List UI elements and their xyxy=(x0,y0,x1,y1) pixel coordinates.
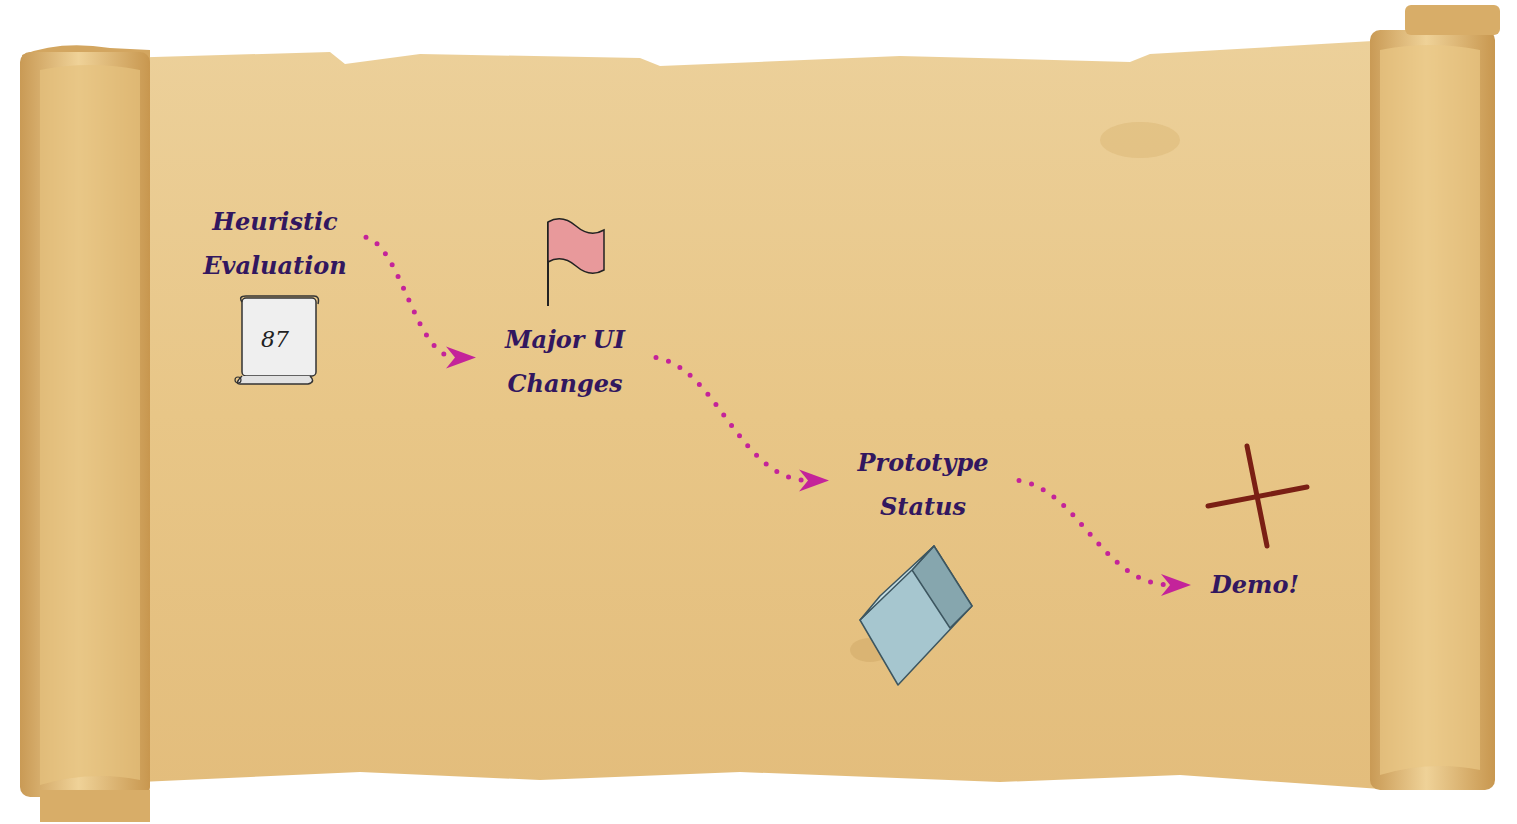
arrow-head xyxy=(799,470,829,492)
dotted-arrow xyxy=(656,358,829,492)
milestone-label: Demo! xyxy=(1195,563,1315,607)
milestone-prototype: Prototype Status xyxy=(833,441,1013,529)
dotted-line xyxy=(366,237,456,357)
milestone-heuristic: Heuristic Evaluation87 xyxy=(190,200,360,386)
milestone-ui: Major UI Changes xyxy=(480,318,650,406)
milestone-demo: Demo! xyxy=(1195,563,1315,607)
cube-icon xyxy=(860,546,972,685)
x-mark xyxy=(1208,446,1307,546)
milestone-label: Heuristic Evaluation xyxy=(190,200,360,288)
dotted-line xyxy=(656,358,809,481)
arrow-head xyxy=(446,347,476,369)
milestone-label: Prototype Status xyxy=(833,441,1013,529)
score-scroll: 87 xyxy=(230,294,320,386)
arrow-head xyxy=(1161,574,1191,596)
dotted-arrow xyxy=(1019,481,1191,596)
milestone-label: Major UI Changes xyxy=(480,318,650,406)
dotted-line xyxy=(1019,481,1171,585)
dotted-arrow xyxy=(366,237,476,368)
flag-icon xyxy=(548,219,604,273)
score-number: 87 xyxy=(230,294,320,386)
